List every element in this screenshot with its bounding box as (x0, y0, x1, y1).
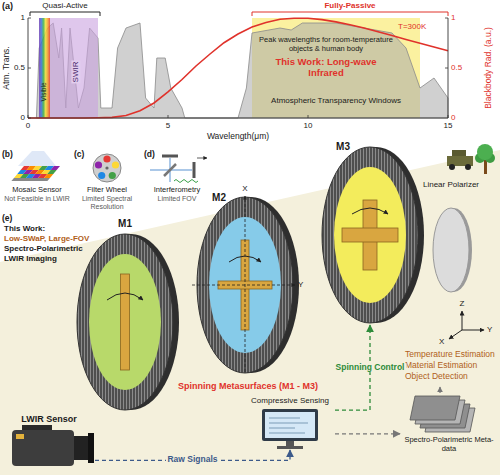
polarizer-plate (433, 208, 472, 292)
tick-label: 0.5 (451, 63, 462, 72)
feature-text: Spectro-Polarimetric (4, 244, 83, 253)
node-label: M1 (75, 218, 175, 230)
metasurface-disk: M1 (75, 216, 175, 412)
linear-polarizer: Linear Polarizer (420, 180, 482, 296)
method-limit: Limited FOV (144, 195, 210, 203)
computer (262, 409, 318, 449)
feature-text: This Work: (4, 224, 45, 233)
node-label: LWIR Sensor (3, 414, 95, 424)
scene-objects (447, 144, 495, 174)
metasurface-disk: M2 (195, 181, 295, 375)
tick-label: 15 (438, 121, 458, 130)
region-label: Quasi-Active (25, 1, 105, 10)
panel-letter: (b) (2, 150, 13, 160)
transmission-curve (36, 23, 448, 118)
panel-ground (0, 150, 500, 475)
tick-label: 0.5 (7, 63, 25, 72)
interferometer (150, 156, 207, 183)
annotation: Atmospheric Transparency Windows (256, 96, 416, 105)
annotation: This Work: Long-wave Infrared (271, 57, 381, 79)
axis-letter: Y (487, 325, 492, 334)
chart-axes (28, 18, 448, 118)
axis-ticks (28, 18, 448, 118)
bracket (30, 12, 100, 16)
tick-label: 0 (18, 121, 38, 130)
axis-title: Blackbody Rad. (a.u.) (484, 27, 494, 109)
method-name: Mosaic Sensor (2, 186, 72, 195)
feature-text: Low-SWaP, Large-FOV (4, 234, 89, 243)
annotation: Peak wavelengths for room-temperature ob… (259, 36, 394, 53)
application-text: Temperature Estimation (405, 350, 495, 360)
feature-text: LWIR Imaging (4, 254, 57, 263)
metasurface-m1 (77, 234, 179, 410)
axis-letter: X (439, 337, 444, 346)
mosaic-sensor (11, 166, 60, 181)
method-limit: Not Feasible in LWIR (2, 195, 72, 203)
light-rays (18, 151, 56, 166)
edge-label: Spinning Control (334, 363, 407, 373)
panel-letter: (d) (144, 150, 155, 160)
node-label: Compressive Sensing (245, 396, 335, 405)
band-label: SWIR (71, 61, 80, 84)
node-label: M3 (331, 141, 355, 153)
axis-letter: X (239, 184, 251, 193)
data-stack (410, 396, 475, 432)
tick-label: 1 (451, 13, 455, 22)
method-limit: Limited Spectral Resolution (72, 195, 142, 211)
node-label: Spectro-Polarimetric Meta-data (400, 436, 498, 453)
node-label: M2 (207, 192, 231, 204)
axis-letter: Y (298, 280, 303, 289)
component-title: Spinning Metasurfaces (M1 - M3) (178, 381, 318, 391)
bracket (252, 12, 448, 16)
meta-data-stack: Spectro-Polarimetric Meta-data (400, 392, 498, 472)
visible-band (39, 18, 50, 118)
axis-title: Atm. Trans. (2, 46, 12, 89)
connector (335, 433, 400, 434)
panel-letter: (a) (2, 1, 13, 11)
lwir-camera (12, 425, 94, 466)
region-label: Fully-Passive (300, 1, 400, 10)
output-arrow (439, 387, 440, 393)
axis-letter: Z (456, 299, 468, 308)
computer: Compressive Sensing (245, 396, 335, 450)
tick-label: 0 (7, 113, 25, 122)
band-label: Visible (40, 82, 47, 101)
application-text: Object Detection (405, 372, 468, 382)
method-name: Interferometry (144, 186, 210, 195)
tick-label: 0 (451, 113, 455, 122)
node-label: Linear Polarizer (420, 180, 482, 189)
application-text: Material Estimation (405, 361, 477, 371)
method-name: Filter Wheel (72, 186, 142, 195)
swir-band (50, 18, 98, 118)
metasurface-m3 (322, 147, 424, 323)
axis-title: Wavelength(μm) (178, 132, 298, 142)
tick-label: 10 (298, 121, 318, 130)
metasurface-m2 (192, 196, 299, 373)
curve-label: T=300K (398, 22, 426, 31)
filter-wheel (93, 154, 121, 182)
panel-letter: (e) (2, 214, 12, 224)
panel-letter: (c) (74, 150, 84, 160)
metasurface-disk: M3 (320, 131, 420, 325)
tick-label: 1 (7, 13, 25, 22)
coordinate-axes (449, 311, 484, 339)
tick-label: 5 (158, 121, 178, 130)
edge-label: Raw Signals (165, 456, 219, 466)
camera-sensor: LWIR Sensor (3, 414, 95, 472)
blackbody-curve (28, 18, 448, 118)
